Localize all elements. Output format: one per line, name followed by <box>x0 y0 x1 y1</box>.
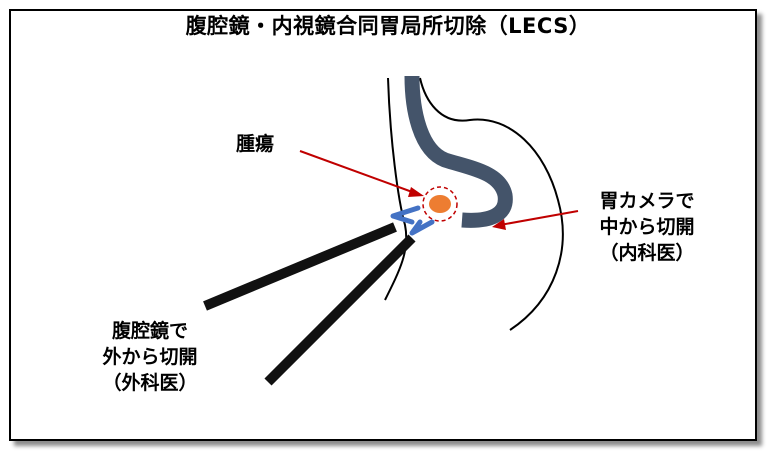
tumor <box>429 195 451 213</box>
external-label-line2: 外から切開 <box>102 346 198 368</box>
diagram-title: 腹腔鏡・内視鏡合同胃局所切除（LECS） <box>185 14 591 38</box>
tumor-dashed-outline <box>422 186 458 222</box>
laparoscope-instrument-lower <box>264 234 416 386</box>
figure-frame <box>9 9 757 441</box>
external-approach-label: 腹腔鏡で 外から切開 （外科医） <box>70 318 230 396</box>
external-label-line3: （外科医） <box>102 372 198 394</box>
endoscope-arrowhead <box>492 219 506 230</box>
internal-label-line3: （内科医） <box>599 242 695 264</box>
external-label-line1: 腹腔鏡で <box>111 320 188 342</box>
endoscope-tube <box>404 75 513 228</box>
stomach-outline-outer <box>419 77 564 331</box>
internal-label-line2: 中から切開 <box>599 216 695 238</box>
internal-approach-label: 胃カメラで 中から切開 （内科医） <box>582 188 712 266</box>
tumor-label: 腫瘍 <box>236 133 275 155</box>
forceps-tip-lower <box>409 219 435 236</box>
internal-label-line1: 胃カメラで <box>599 190 695 212</box>
endoscope-arrow <box>499 210 579 226</box>
forceps-tip-upper <box>390 205 421 225</box>
tumor-arrowhead <box>408 187 424 197</box>
laparoscope-instrument-upper <box>203 222 397 311</box>
tumor-arrow <box>299 150 416 194</box>
